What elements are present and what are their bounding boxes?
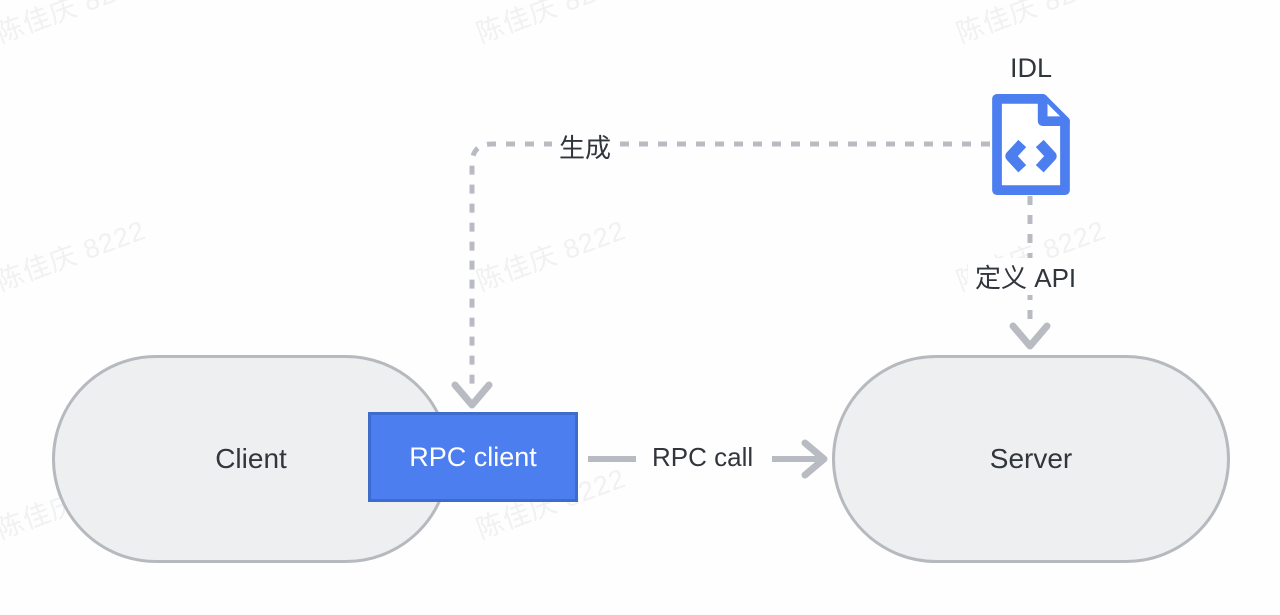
generate-edge-arrowhead: [451, 381, 493, 409]
idl-node-label: IDL: [1009, 53, 1053, 83]
define-api-edge-arrowhead: [1009, 322, 1051, 350]
generate-edge-label: 生成: [552, 128, 619, 165]
server-node[interactable]: Server: [832, 355, 1230, 563]
server-node-label: Server: [989, 443, 1073, 474]
rpc-client-node-label: RPC client: [409, 441, 537, 472]
rpc-call-edge-label: RPC call: [645, 442, 761, 473]
define-api-edge-label: 定义 API: [968, 258, 1084, 295]
code-file-icon: [992, 94, 1070, 195]
idl-node[interactable]: IDL: [960, 55, 1102, 195]
rpc-client-node[interactable]: RPC client: [368, 412, 578, 502]
rpc-call-edge-arrowhead: [801, 439, 828, 479]
generate-edge-line: [469, 141, 990, 386]
client-node-label: Client: [215, 443, 287, 474]
